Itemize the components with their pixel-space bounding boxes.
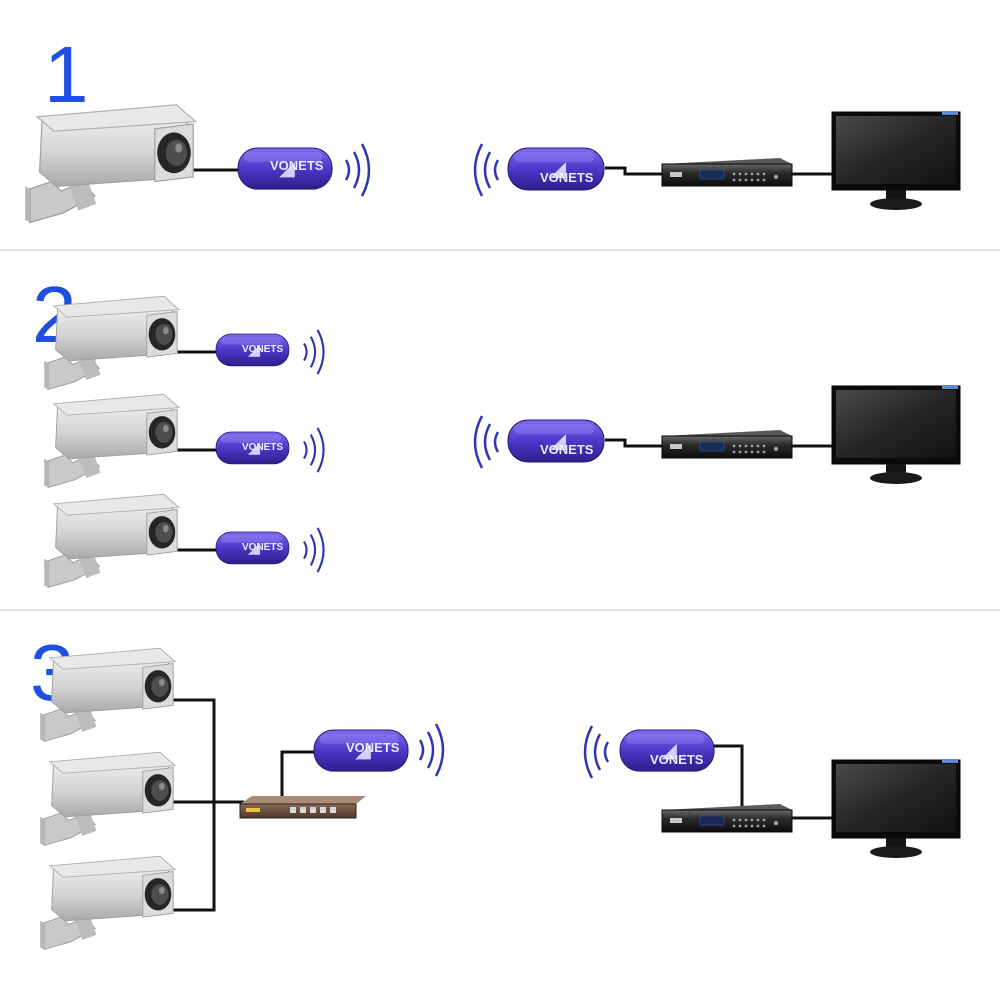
wireless-signal-icon xyxy=(473,142,500,198)
cable xyxy=(280,750,316,796)
camera-row: VONETS xyxy=(43,493,325,588)
wireless-signal-icon xyxy=(583,724,610,780)
network-video-recorder-icon xyxy=(661,429,793,459)
bridge-brand-label: VONETS xyxy=(242,542,283,553)
network-video-recorder-icon xyxy=(661,157,793,187)
panel-1: 1 VONETS VONETS xyxy=(24,30,961,224)
cctv-camera-icon xyxy=(39,855,176,950)
lcd-monitor-icon xyxy=(831,111,961,211)
network-video-recorder-icon xyxy=(661,803,793,833)
network-switch-icon xyxy=(239,795,367,819)
cable xyxy=(605,166,665,176)
wireless-signal-icon xyxy=(473,414,500,470)
bridge-brand-label: VONETS xyxy=(650,752,704,767)
bridge-brand-label: VONETS xyxy=(540,442,594,457)
panel-3: 3 VONETS VONETS xyxy=(30,628,961,950)
cable xyxy=(605,438,665,448)
lcd-monitor-icon xyxy=(831,759,961,859)
camera-row: VONETS xyxy=(43,295,325,390)
cable xyxy=(714,744,744,808)
lcd-monitor-icon xyxy=(831,385,961,485)
bridge-brand-label: VONETS xyxy=(540,170,594,185)
camera-row: VONETS xyxy=(43,393,325,488)
panel-2: 2 VONETS VONETS VONETS VONETS xyxy=(32,270,961,588)
cctv-camera-icon xyxy=(43,393,180,488)
cctv-camera-icon xyxy=(39,647,176,742)
panel-number: 1 xyxy=(44,30,89,119)
wireless-signal-icon xyxy=(302,526,325,574)
cable xyxy=(172,698,216,912)
cctv-camera-icon xyxy=(39,751,176,846)
cctv-camera-icon xyxy=(24,104,197,224)
wireless-signal-icon xyxy=(302,426,325,474)
wireless-signal-icon xyxy=(418,722,445,778)
bridge-brand-label: VONETS xyxy=(242,442,283,453)
cctv-camera-icon xyxy=(43,295,180,390)
wireless-signal-icon xyxy=(302,328,325,376)
bridge-brand-label: VONETS xyxy=(270,158,324,173)
bridge-brand-label: VONETS xyxy=(346,740,400,755)
wireless-signal-icon xyxy=(344,142,371,198)
bridge-brand-label: VONETS xyxy=(242,344,283,355)
cctv-camera-icon xyxy=(43,493,180,588)
